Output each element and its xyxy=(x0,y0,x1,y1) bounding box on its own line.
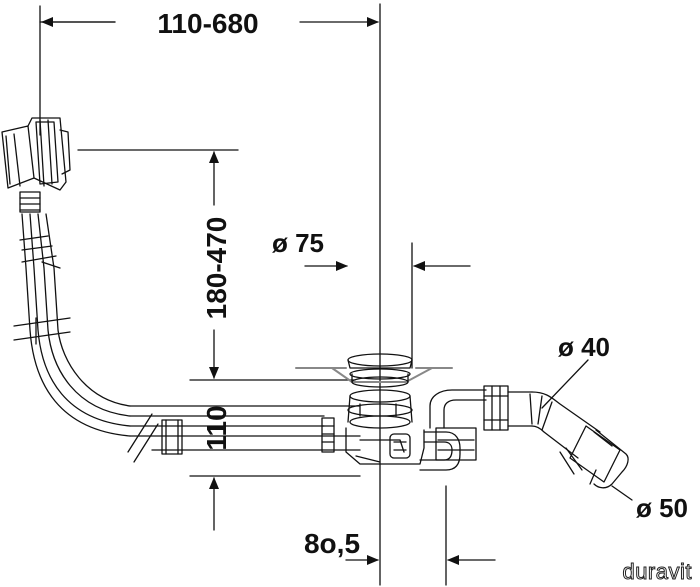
outlet-pipe xyxy=(483,385,629,489)
trap xyxy=(419,389,487,471)
duravit-logo: duravit xyxy=(622,559,692,584)
overflow-hose xyxy=(13,213,159,463)
tub-edge xyxy=(295,367,453,383)
drain-diameter-label: ø 75 xyxy=(272,228,324,258)
offset-label: 8o,5 xyxy=(304,528,360,559)
dimension-lines xyxy=(39,3,496,586)
drain-body xyxy=(345,353,425,465)
connecting-pipe xyxy=(129,405,361,455)
dimension-labels: 110-680 180-470 ø 75 ø 40 ø 50 110 8o,5 xyxy=(157,8,688,559)
trap-height-label: 110 xyxy=(201,405,232,450)
overflow-head xyxy=(1,117,71,213)
vertical-range-label: 180-470 xyxy=(201,217,232,320)
outlet-diameter-label: ø 50 xyxy=(636,493,688,523)
leader-lines xyxy=(541,359,633,501)
horizontal-range-label: 110-680 xyxy=(157,8,258,39)
overflow-diameter-label: ø 40 xyxy=(558,332,610,362)
